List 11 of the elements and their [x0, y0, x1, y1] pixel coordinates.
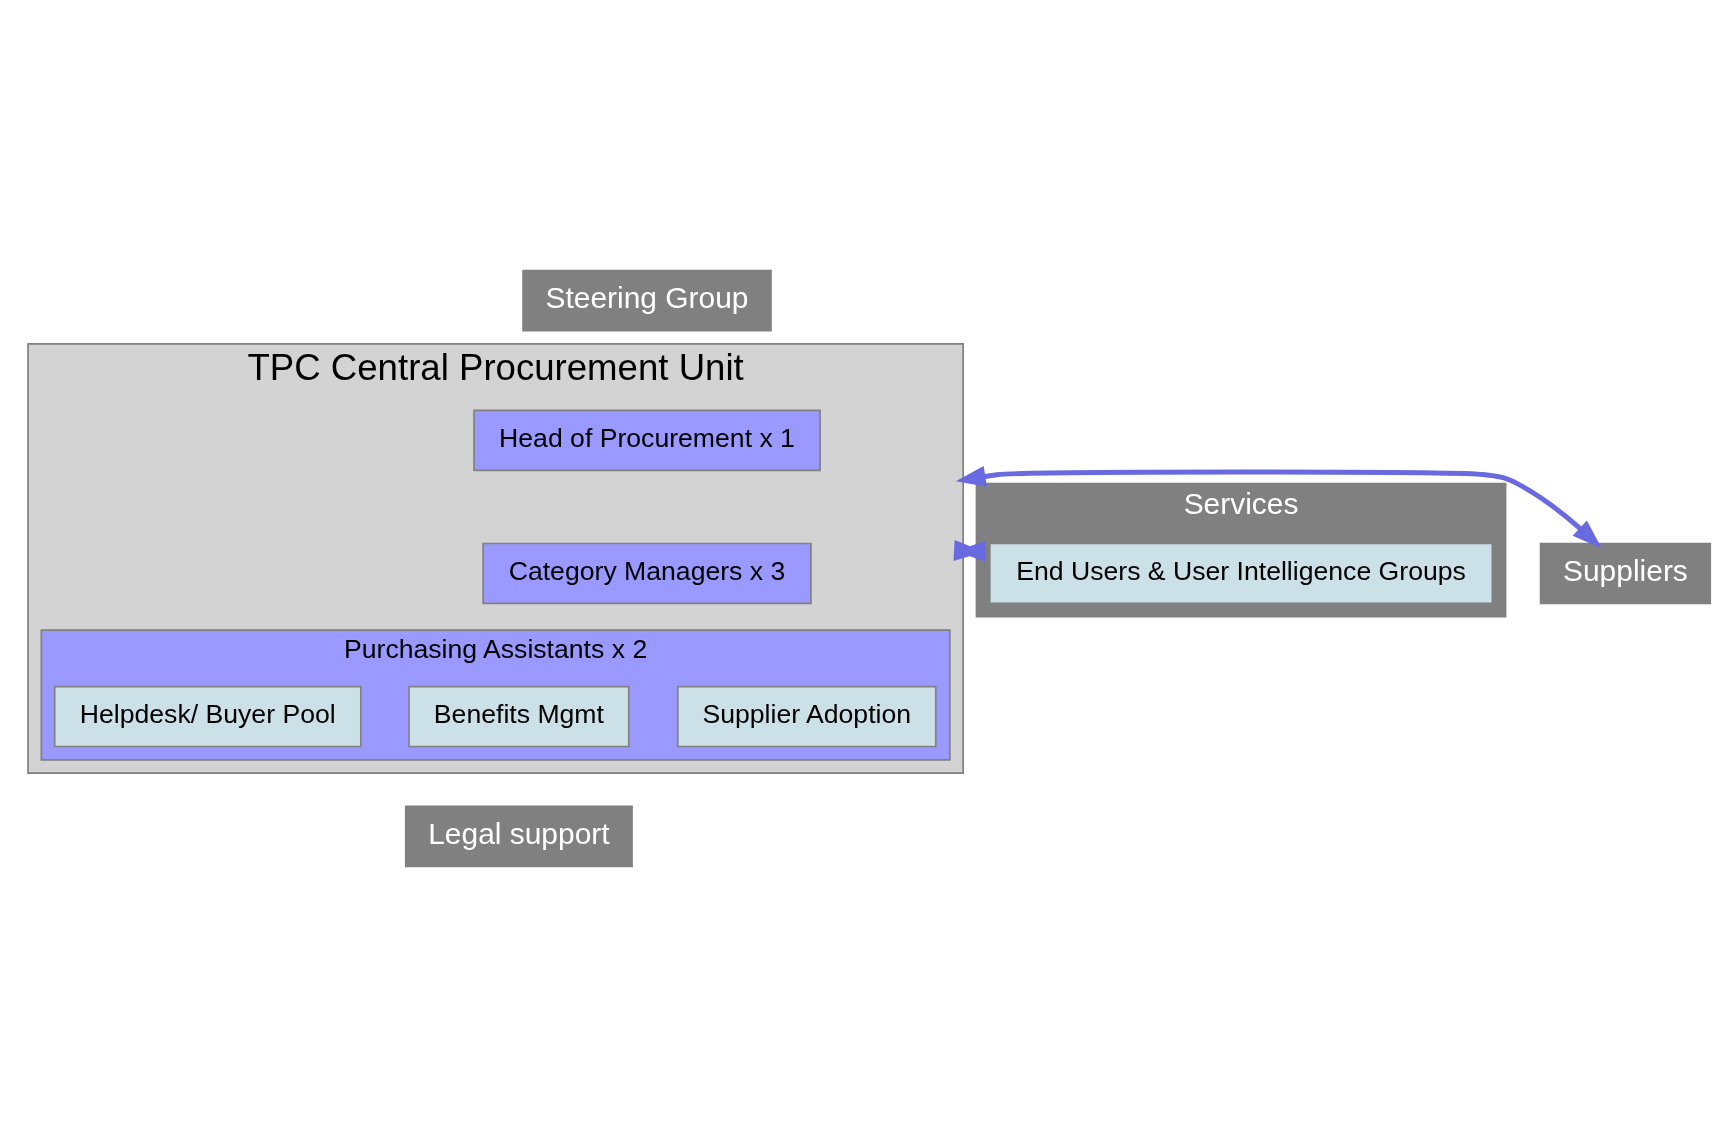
node-box: Supplier Adoption [676, 685, 937, 747]
node-box: End Users & User Intelligence Groups [988, 542, 1494, 604]
node-box: Suppliers [1539, 542, 1712, 604]
arrow [953, 539, 986, 562]
node-box: Legal support [404, 805, 633, 867]
node-box: Steering Group [522, 269, 772, 331]
node-box: Head of Procurement x 1 [473, 409, 821, 471]
arrow [955, 465, 1602, 548]
node-box: Category Managers x 3 [482, 542, 812, 604]
node-box: Helpdesk/ Buyer Pool [53, 685, 362, 747]
node-box: Benefits Mgmt [408, 685, 630, 747]
